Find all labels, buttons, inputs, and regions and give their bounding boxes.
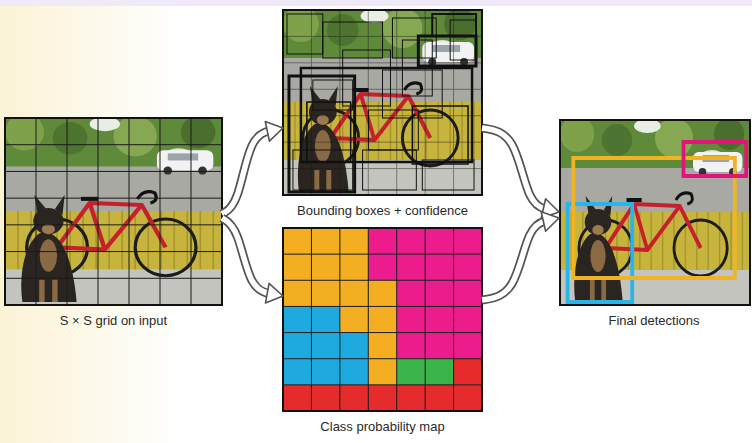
arrow-outline <box>482 220 549 300</box>
arrow-head <box>541 212 559 232</box>
flow-arrow <box>482 212 559 300</box>
class-map <box>283 228 482 411</box>
caption-row: S × S grid on input <box>5 311 222 329</box>
panel-caption: Class probability map <box>320 419 444 435</box>
panel-caption: S × S grid on input <box>60 313 167 329</box>
arrow-body <box>482 220 549 300</box>
arrow-body <box>222 218 273 294</box>
image-panel: Bounding boxes + confidence <box>283 10 482 221</box>
flow-arrow <box>482 128 559 218</box>
caption-row: Class probability map <box>283 417 482 435</box>
image-panel: Final detections <box>559 120 749 331</box>
caption-row: Final detections <box>559 311 749 329</box>
panel-caption: Bounding boxes + confidence <box>297 203 468 219</box>
boxes-photo <box>283 6 482 195</box>
detections-photo <box>560 116 750 305</box>
flow-arrow <box>222 218 283 303</box>
image-panel: S × S grid on input <box>5 118 222 331</box>
page-band <box>0 0 752 6</box>
arrow-outline <box>482 128 549 210</box>
arrow-outline <box>222 130 273 214</box>
arrow-outline <box>222 218 273 294</box>
image-panel: Class probability map <box>283 228 482 437</box>
caption-row: Bounding boxes + confidence <box>283 201 482 219</box>
arrow-head <box>265 122 283 142</box>
arrow-head <box>265 283 283 303</box>
flow-arrow <box>222 122 283 214</box>
input-photo <box>5 114 222 305</box>
panel-caption: Final detections <box>608 313 699 329</box>
arrow-body <box>222 130 273 214</box>
arrow-body <box>482 128 549 210</box>
